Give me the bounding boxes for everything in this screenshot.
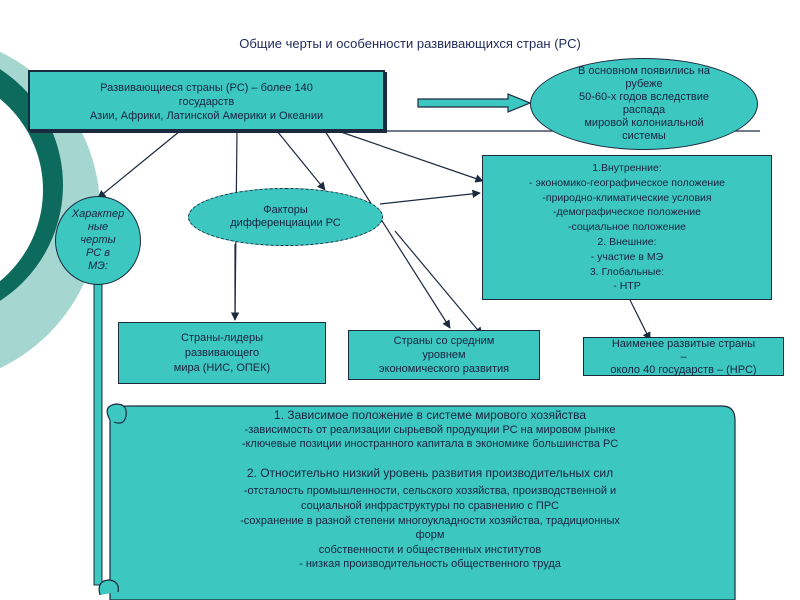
- factors-list-3: -природно-климатические условия: [542, 191, 712, 204]
- factors-ellipse: Факторы дифференциации РС: [188, 188, 383, 246]
- block-arrow-right-icon: [417, 93, 532, 113]
- scroll-content: 1. Зависимое положение в системе мировог…: [130, 408, 730, 572]
- factors-line-2: дифференциации РС: [230, 217, 341, 229]
- leaders-line-3: мира (НИС, ОПЕК): [173, 362, 271, 374]
- origin-line-2: рубеже: [625, 78, 663, 90]
- connector-factors-middle: [394, 230, 483, 336]
- factors-line-1: Факторы: [263, 204, 308, 216]
- least-line-3: около 40 государств – (НРС): [610, 364, 757, 376]
- connector-features: [97, 130, 181, 199]
- features-line-5: МЭ:: [88, 260, 108, 272]
- leaders-line-2: развивающего: [184, 347, 260, 359]
- factors-list-1: 1.Внутренние:: [592, 162, 662, 174]
- features-line-3: черты: [80, 234, 116, 246]
- scroll-blank: [130, 452, 730, 466]
- least-developed-box: Наименее развитые страны – около 40 госу…: [583, 337, 784, 376]
- factors-list-4: -демографическое положение: [552, 206, 702, 219]
- middle-line-1: Страны со средним: [393, 335, 495, 347]
- main-box-line-3: Азии, Африки, Латинской Америки и Океани…: [89, 110, 324, 122]
- factors-list-2: - экономико-географическое положение: [529, 176, 725, 189]
- connector-middle: [324, 130, 451, 329]
- main-box-line-2: государств: [178, 96, 235, 108]
- block-arrow-down-icon: [93, 269, 103, 586]
- middle-countries-box: Страны со средним уровнем экономического…: [348, 330, 540, 380]
- leader-countries-box: Страны-лидеры развивающего мира (НИС, ОП…: [118, 322, 326, 384]
- origin-line-1: В основном появились на: [578, 65, 710, 77]
- page-title: Общие черты и особенности развивающихся …: [239, 36, 581, 51]
- factors-list-5: -социальное положение: [567, 221, 687, 234]
- developing-countries-box: Развивающиеся страны (РС) – более 140 го…: [28, 70, 385, 131]
- scroll-line-5: -сохранение в разной степени многоукладн…: [240, 514, 620, 527]
- least-line-2: –: [680, 351, 687, 363]
- connector-least: [629, 299, 651, 341]
- main-box-line-1: Развивающиеся страны (РС) – более 140: [100, 82, 313, 94]
- scroll-curl-top: [106, 403, 127, 424]
- leaders-line-1: Страны-лидеры: [181, 332, 263, 344]
- middle-line-2: уровнем: [422, 349, 466, 361]
- decor-circle-white: [0, 98, 43, 282]
- scroll-curl-bottom: [98, 579, 119, 596]
- scroll-line-1: -зависимость от реализации сырьевой прод…: [244, 423, 616, 436]
- factors-list-7: - участие в МЭ: [590, 250, 664, 263]
- least-line-1: Наименее развитые страны: [611, 338, 756, 350]
- features-line-1: Характер: [71, 208, 125, 220]
- scroll-line-7: собственности и общественных институтов: [318, 543, 542, 556]
- origin-line-6: системы: [622, 130, 666, 142]
- origin-line-4: распада: [622, 104, 666, 116]
- features-line-4: РС в: [85, 247, 111, 259]
- connector-internal: [337, 130, 484, 183]
- scroll-line-4: социальной инфраструктуры по сравнению с…: [301, 499, 559, 512]
- scroll-line-2: -ключевые позиции иностранного капитала …: [241, 438, 619, 451]
- features-line-2: ные: [87, 221, 109, 233]
- factors-list-box: 1.Внутренние: - экономико-географическое…: [482, 155, 772, 300]
- connector-factors: [276, 130, 326, 191]
- scroll-line-8: - низкая производительность общественног…: [299, 558, 561, 571]
- origin-line-3: 50-60-х годов вследствие: [578, 91, 709, 103]
- factors-list-9: - НТР: [613, 280, 641, 293]
- factors-list-6: 2. Внешние:: [597, 235, 657, 248]
- middle-line-3: экономического развития: [378, 363, 510, 375]
- origin-line-5: мировой колониальной: [584, 117, 704, 129]
- factors-list-8: 3. Глобальные:: [589, 265, 665, 278]
- scroll-heading-1: 1. Зависимое положение в системе мировог…: [273, 408, 587, 422]
- scroll-heading-2: 2. Относительно низкий уровень развития …: [246, 465, 614, 480]
- origin-ellipse: В основном появились на рубеже 50-60-х г…: [530, 58, 758, 150]
- connector-factors-box: [379, 189, 481, 205]
- scroll-line-6: форм: [415, 529, 445, 542]
- features-ellipse: Характер ные черты РС в МЭ:: [55, 196, 141, 285]
- scroll-line-3: -отсталость промышленности, сельского хо…: [243, 485, 617, 498]
